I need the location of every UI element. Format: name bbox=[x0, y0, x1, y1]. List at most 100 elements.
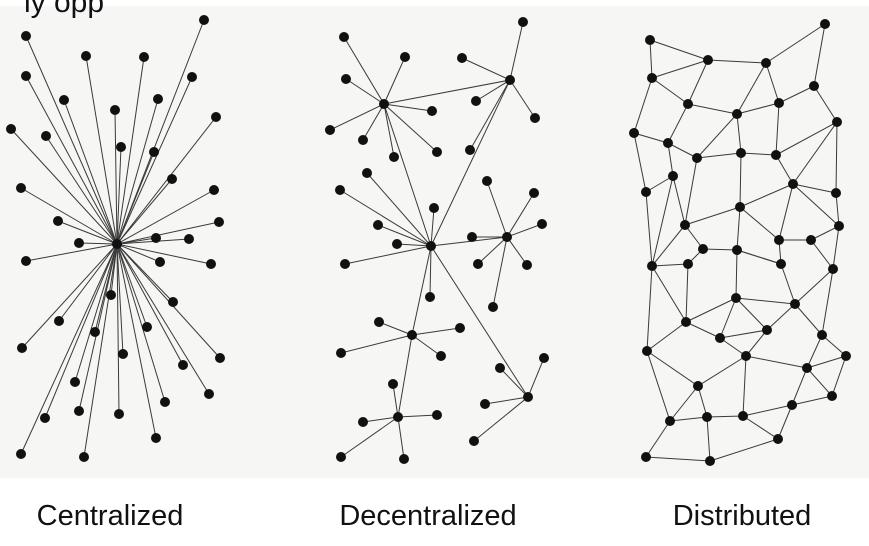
distributed-edge bbox=[742, 415, 779, 440]
distributed-node bbox=[806, 235, 816, 245]
decentralized-hub-node bbox=[505, 75, 515, 85]
decentralized-node bbox=[529, 188, 539, 198]
distributed-edge bbox=[777, 404, 793, 440]
distributed-node bbox=[731, 293, 741, 303]
decentralized-backbone-edge bbox=[430, 245, 529, 398]
distributed-edge bbox=[835, 121, 838, 194]
decentralized-hub-node bbox=[426, 241, 436, 251]
distributed-node bbox=[774, 235, 784, 245]
distributed-edge bbox=[696, 152, 742, 159]
distributed-node bbox=[665, 416, 675, 426]
distributed-edge bbox=[684, 206, 741, 226]
distributed-edge bbox=[792, 121, 838, 185]
distributed-edge bbox=[672, 175, 686, 226]
distributed-edge bbox=[832, 225, 840, 270]
decentralized-node bbox=[539, 353, 549, 363]
centralized-node bbox=[110, 105, 120, 115]
distributed-edge bbox=[669, 385, 699, 422]
decentralized-node bbox=[339, 32, 349, 42]
decentralized-edge bbox=[473, 396, 529, 442]
distributed-node bbox=[834, 221, 844, 231]
distributed-node bbox=[841, 351, 851, 361]
decentralized-node bbox=[530, 113, 540, 123]
distributed-edge bbox=[649, 39, 653, 79]
distributed-edge bbox=[696, 113, 738, 159]
distributed-node bbox=[761, 58, 771, 68]
decentralized-node bbox=[432, 410, 442, 420]
decentralized-node bbox=[473, 259, 483, 269]
centralized-node bbox=[53, 216, 63, 226]
distributed-edge bbox=[835, 192, 840, 227]
decentralized-edge bbox=[509, 21, 524, 81]
decentralized-node bbox=[455, 323, 465, 333]
decentralized-node bbox=[392, 239, 402, 249]
distributed-node bbox=[802, 363, 812, 373]
centralized-node bbox=[149, 147, 159, 157]
distributed-edge bbox=[735, 297, 796, 305]
decentralized-node bbox=[465, 145, 475, 155]
distributed-edge bbox=[719, 337, 747, 357]
distributed-node bbox=[817, 330, 827, 340]
decentralized-node bbox=[341, 74, 351, 84]
distributed-node bbox=[736, 148, 746, 158]
distributed-edge bbox=[685, 321, 721, 339]
decentralized-edge bbox=[397, 414, 438, 418]
centralized-node bbox=[206, 259, 216, 269]
centralized-node bbox=[16, 183, 26, 193]
centralized-hub-node bbox=[112, 239, 122, 249]
decentralized-node bbox=[471, 96, 481, 106]
distributed-node bbox=[683, 259, 693, 269]
centralized-edge bbox=[10, 128, 118, 245]
centralized-node bbox=[160, 397, 170, 407]
distributed-edge bbox=[687, 103, 738, 115]
decentralized-edge bbox=[469, 79, 511, 151]
distributed-edge bbox=[745, 329, 768, 357]
distributed-edge bbox=[646, 350, 671, 422]
distributed-edge bbox=[687, 59, 709, 105]
centralized-node bbox=[209, 185, 219, 195]
centralized-edge bbox=[45, 135, 118, 245]
decentralized-backbone-edge bbox=[430, 236, 508, 247]
centralized-node bbox=[6, 124, 16, 134]
distributed-edge bbox=[806, 355, 847, 369]
distributed-edge bbox=[702, 248, 738, 251]
decentralized-node bbox=[362, 168, 372, 178]
distributed-edge bbox=[736, 249, 782, 265]
distributed-edge bbox=[651, 265, 687, 323]
centralized-edge bbox=[25, 243, 118, 262]
distributed-node bbox=[698, 244, 708, 254]
distributed-edge bbox=[651, 263, 689, 267]
decentralized-node bbox=[425, 292, 435, 302]
decentralized-edge bbox=[486, 180, 508, 238]
decentralized-edge bbox=[383, 103, 395, 158]
decentralized-node bbox=[432, 147, 442, 157]
caption-centralized: Centralized bbox=[36, 500, 184, 532]
distributed-edge bbox=[739, 206, 780, 241]
decentralized-node bbox=[400, 52, 410, 62]
decentralized-node bbox=[488, 302, 498, 312]
decentralized-network bbox=[325, 17, 549, 464]
distributed-node bbox=[738, 411, 748, 421]
distributed-node bbox=[647, 73, 657, 83]
decentralized-node bbox=[373, 220, 383, 230]
centralized-node bbox=[151, 233, 161, 243]
distributed-edge bbox=[645, 420, 671, 458]
decentralized-node bbox=[469, 436, 479, 446]
decentralized-backbone-edge bbox=[383, 103, 432, 247]
decentralized-edge bbox=[343, 36, 385, 105]
distributed-node bbox=[647, 261, 657, 271]
centralized-node bbox=[153, 94, 163, 104]
distributed-node bbox=[642, 346, 652, 356]
distributed-node bbox=[715, 333, 725, 343]
decentralized-edge bbox=[411, 334, 442, 357]
centralized-network bbox=[6, 15, 225, 462]
centralized-edge bbox=[25, 75, 118, 245]
distributed-edge bbox=[806, 367, 833, 397]
centralized-node bbox=[167, 174, 177, 184]
decentralized-edge bbox=[396, 243, 432, 247]
distributed-edge bbox=[739, 152, 742, 208]
decentralized-edge bbox=[383, 103, 433, 112]
centralized-edge bbox=[78, 243, 118, 412]
distributed-edge bbox=[735, 249, 738, 299]
distributed-edge bbox=[667, 103, 689, 144]
